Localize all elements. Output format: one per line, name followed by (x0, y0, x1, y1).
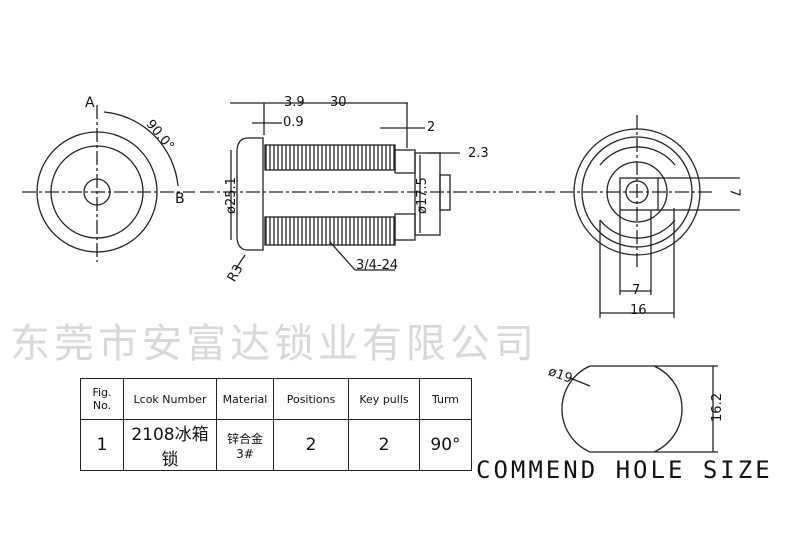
header-material: Material (216, 378, 274, 420)
header-fig: Fig. No. (80, 378, 124, 420)
header-turn: Turm (419, 378, 472, 420)
dim-0-9: 0.9 (283, 115, 304, 130)
dim-7-vertical: 7 (726, 188, 742, 197)
cell-lock-number: 2108冰箱锁 (123, 419, 217, 471)
table-header-row: Fig. No. Lcok Number Material Positions … (80, 378, 472, 420)
header-lock-number: Lcok Number (123, 378, 217, 420)
cell-key-pulls: 2 (348, 419, 420, 471)
dim-16: 16 (630, 303, 647, 318)
cell-fig: 1 (80, 419, 124, 471)
table-row: 1 2108冰箱锁 锌合金3# 2 2 90° (80, 419, 472, 471)
thread-label: 3/4-24 (356, 258, 399, 273)
rear-view (560, 115, 740, 318)
dim-2: 2 (427, 120, 436, 135)
dia-25-1: ø25.1 (223, 177, 239, 214)
watermark: 东莞市安富达锁业有限公司 (10, 321, 538, 367)
header-key-pulls: Key pulls (348, 378, 420, 420)
front-view (22, 105, 195, 262)
label-b: B (175, 191, 185, 207)
header-positions: Positions (273, 378, 349, 420)
hole-title: COMMEND HOLE SIZE (476, 456, 773, 484)
dim-3-9: 3.9 (284, 95, 305, 110)
cell-material: 锌合金3# (216, 419, 274, 471)
dia-17-5: ø17.5 (414, 177, 430, 214)
cell-positions: 2 (273, 419, 349, 471)
side-view (200, 102, 555, 271)
dim-2-3: 2.3 (468, 146, 489, 161)
spec-table: Fig. No. Lcok Number Material Positions … (80, 378, 472, 471)
hole-shape (561, 365, 718, 453)
hole-height: 16.2 (709, 393, 725, 422)
cell-turn: 90° (419, 419, 472, 471)
dim-30: 30 (330, 95, 347, 110)
label-a: A (85, 95, 95, 111)
dim-7-horizontal: 7 (632, 283, 641, 298)
